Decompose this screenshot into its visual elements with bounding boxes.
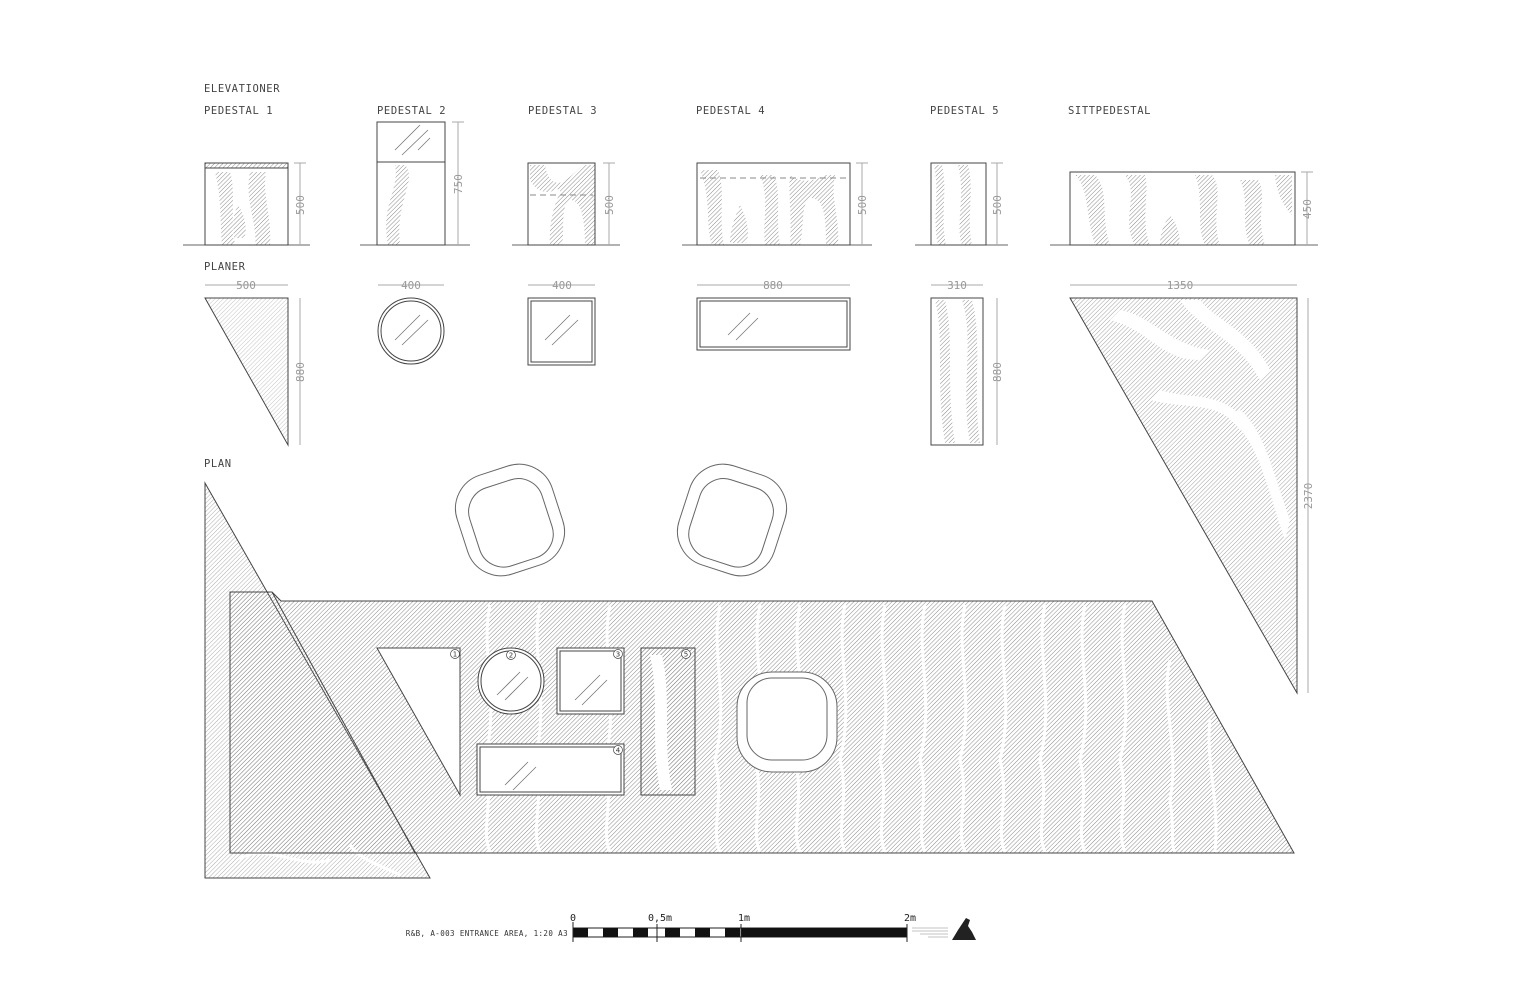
dim-width-6: 1350 bbox=[1167, 279, 1194, 292]
drawing-caption: R&B, A-003 ENTRANCE AREA, 1:20 A3 bbox=[406, 929, 568, 938]
elevation-pedestal-3: 500 bbox=[512, 162, 620, 246]
title-block: R&B, A-003 ENTRANCE AREA, 1:20 A3 0 0,5m… bbox=[406, 913, 976, 942]
plan-pedestal-3: 400 bbox=[527, 279, 596, 366]
plan-pedestal-1: 500 880 bbox=[204, 279, 307, 447]
floor-plan: 1 2 3 4 5 bbox=[204, 463, 1295, 879]
dim-width-3: 400 bbox=[552, 279, 572, 292]
dim-width-2: 400 bbox=[401, 279, 421, 292]
dim-width-4: 880 bbox=[763, 279, 783, 292]
section-label-plan: PLAN bbox=[204, 458, 232, 470]
floor-wave-pattern bbox=[238, 604, 1218, 877]
marker-3: 3 bbox=[616, 651, 620, 659]
armchair bbox=[736, 671, 838, 773]
elevation-pedestal-5: 500 bbox=[915, 162, 1008, 246]
dim-height-6: 450 bbox=[1301, 199, 1314, 219]
scale-label-1m: 1m bbox=[738, 913, 750, 924]
pedestal-4-label: PEDESTAL 4 bbox=[696, 105, 765, 117]
plan-sittpedestal: 1350 2370 bbox=[1069, 279, 1315, 695]
armchair bbox=[676, 463, 788, 577]
pedestal-5-label: PEDESTAL 5 bbox=[930, 105, 999, 117]
sittpedestal-label: SITTPEDESTAL bbox=[1068, 105, 1151, 117]
scale-label-0: 0 bbox=[570, 913, 576, 924]
dim-height-3: 500 bbox=[603, 195, 616, 215]
dim-height-2: 750 bbox=[452, 174, 465, 194]
dim-width-1: 500 bbox=[236, 279, 256, 292]
dim-depth-5: 880 bbox=[991, 362, 1004, 382]
dim-depth-6: 2370 bbox=[1302, 483, 1315, 510]
scale-label-2m: 2m bbox=[904, 913, 916, 924]
marker-2: 2 bbox=[509, 652, 513, 660]
plan-markers: 1 2 3 4 5 bbox=[450, 649, 691, 755]
section-label-elevations: ELEVATIONER bbox=[204, 83, 280, 95]
plan-pedestal-2: 400 bbox=[377, 279, 445, 365]
elevation-pedestal-2: 750 bbox=[360, 121, 470, 246]
pedestal-1-label: PEDESTAL 1 bbox=[204, 105, 273, 117]
section-label-plans: PLANER bbox=[204, 261, 246, 273]
dim-height-1: 500 bbox=[294, 195, 307, 215]
elevation-sittpedestal: 450 bbox=[1050, 171, 1318, 246]
elevation-pedestal-1: 500 bbox=[183, 162, 310, 246]
logo-icon bbox=[952, 918, 976, 940]
marker-5: 5 bbox=[684, 651, 688, 659]
plan-pedestal-5: 310 880 bbox=[930, 279, 1004, 446]
armchair bbox=[454, 463, 566, 577]
dim-width-5: 310 bbox=[947, 279, 967, 292]
scale-label-half: 0,5m bbox=[648, 913, 672, 924]
pedestal-2-label: PEDESTAL 2 bbox=[377, 105, 446, 117]
marker-4: 4 bbox=[616, 747, 621, 755]
elevation-pedestal-4: 500 bbox=[682, 162, 872, 246]
dim-depth-1: 880 bbox=[294, 362, 307, 382]
scale-bar: 0 0,5m 1m 2m bbox=[570, 913, 916, 942]
dim-height-4: 500 bbox=[856, 195, 869, 215]
dim-height-5: 500 bbox=[991, 195, 1004, 215]
fine-print-block bbox=[912, 927, 948, 938]
plan-pedestal-4: 880 bbox=[696, 279, 851, 351]
pedestal-3-label: PEDESTAL 3 bbox=[528, 105, 597, 117]
marker-1: 1 bbox=[453, 651, 457, 659]
